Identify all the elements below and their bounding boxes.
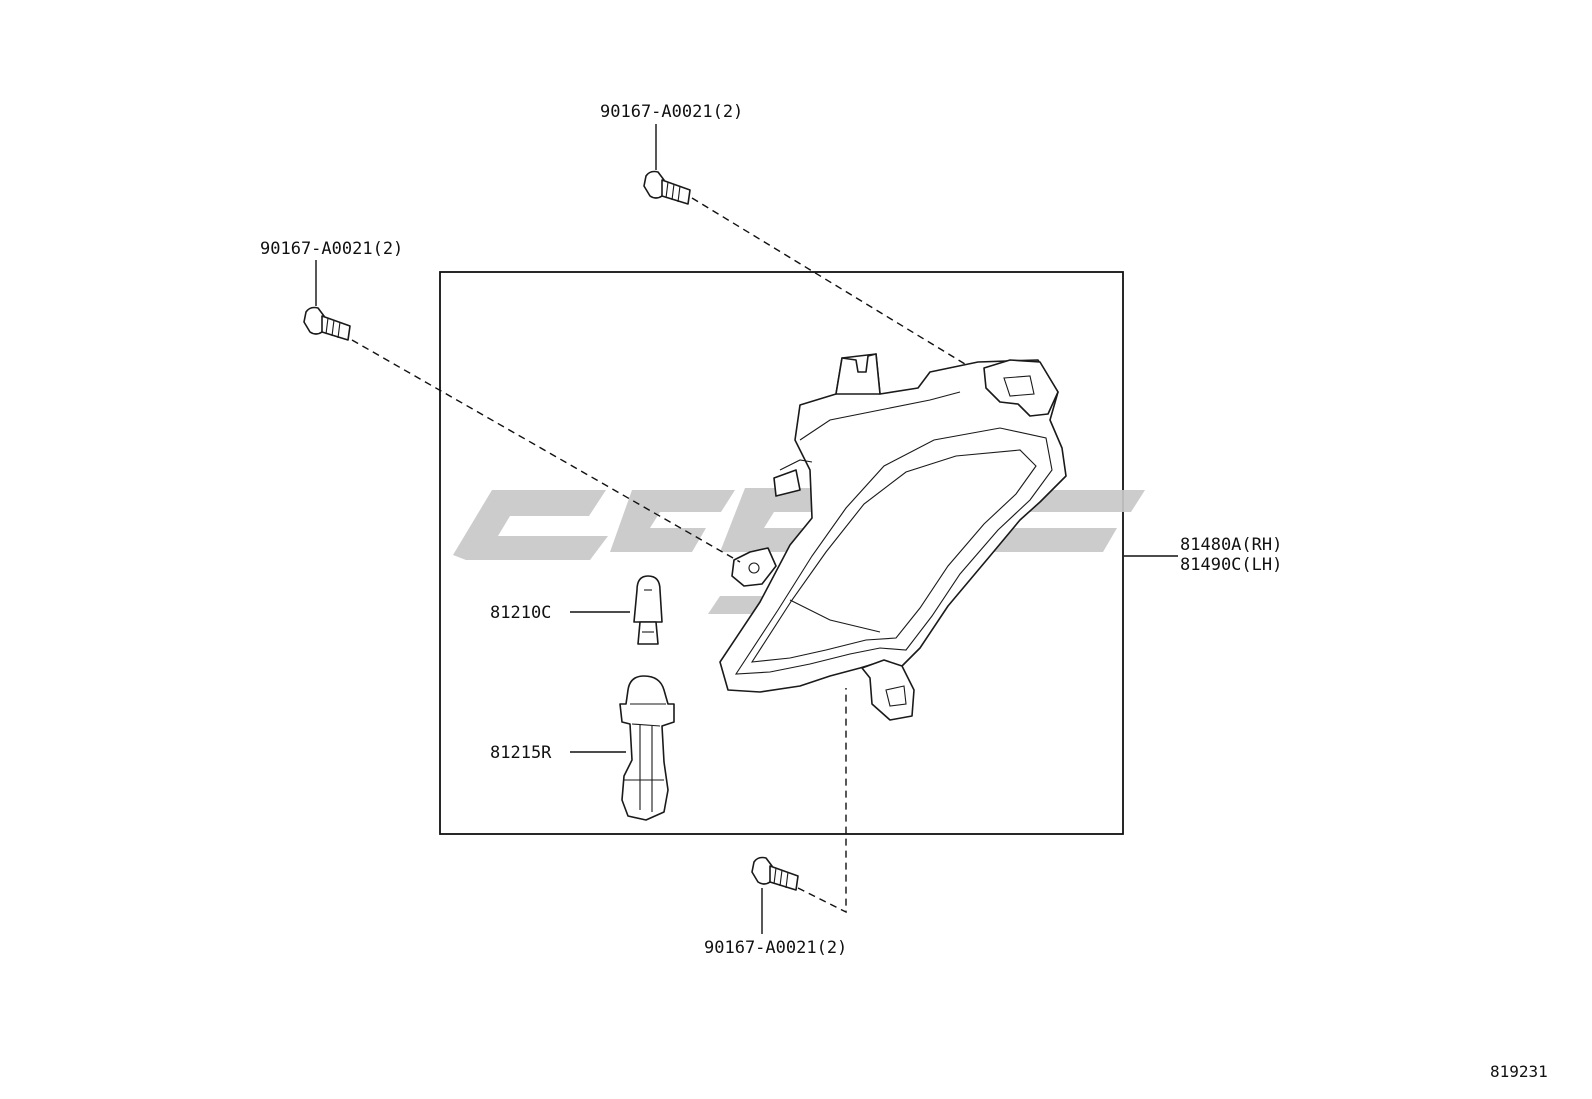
label-bolt-top: 90167-A0021(2) xyxy=(600,102,743,122)
label-bolt-bottom: 90167-A0021(2) xyxy=(704,938,847,958)
label-lamp-lh: 81490C(LH) xyxy=(1180,555,1282,575)
label-socket: 81215R xyxy=(490,743,552,763)
assembly-frame xyxy=(439,271,1124,835)
headlamp-assembly xyxy=(719,353,1067,721)
leader-lines xyxy=(315,124,1178,934)
fastening-lines xyxy=(351,197,966,914)
bolt-left xyxy=(303,306,351,341)
label-bolt-left: 90167-A0021(2) xyxy=(260,239,403,259)
bolt-bottom xyxy=(751,856,799,891)
bolt-top xyxy=(643,170,691,205)
figure-number: 819231 xyxy=(1490,1062,1548,1081)
bulb-part xyxy=(633,575,663,645)
socket-part xyxy=(619,675,675,821)
label-lamp-rh: 81480A(RH) xyxy=(1180,535,1282,555)
label-bulb: 81210C xyxy=(490,603,551,623)
